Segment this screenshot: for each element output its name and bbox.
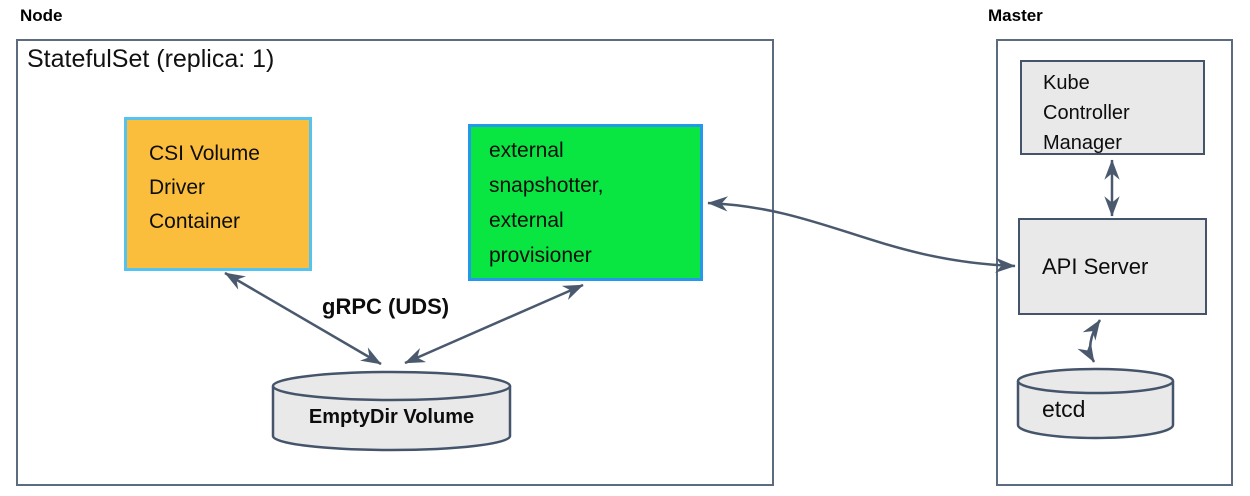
sidecar-box-line: external xyxy=(489,209,564,232)
kube-controller-manager-box: Kube Controller Manager xyxy=(1020,60,1205,155)
api-server-label: API Server xyxy=(1042,253,1149,279)
external-sidecars-box: external snapshotter, external provision… xyxy=(468,124,703,281)
kcm-box-line: Kube xyxy=(1043,72,1090,94)
sidecar-box-line: snapshotter, xyxy=(489,174,604,197)
sidecar-to-apiserver-arrow xyxy=(707,196,1016,273)
csi-to-emptydir-arrow xyxy=(224,271,382,366)
csi-box-line: Driver xyxy=(149,176,205,199)
emptydir-to-sidecar-arrow xyxy=(404,283,584,365)
kcm-box-line: Controller xyxy=(1043,102,1130,124)
kcm-box-line: Manager xyxy=(1043,132,1122,154)
node-section-title: Node xyxy=(20,6,63,25)
api-server-box: API Server xyxy=(1018,218,1207,315)
etcd-label: etcd xyxy=(1042,396,1086,422)
csi-volume-driver-box: CSI Volume Driver Container xyxy=(124,117,312,271)
csi-box-line: Container xyxy=(149,210,241,233)
apiserver-to-etcd-arrow xyxy=(1077,319,1102,363)
grpc-uds-label: gRPC (UDS) xyxy=(322,294,450,319)
sidecar-box-line: external xyxy=(489,139,564,162)
emptydir-cylinder xyxy=(271,370,512,452)
emptydir-volume-label: EmptyDir Volume xyxy=(308,406,475,428)
master-section-title: Master xyxy=(988,6,1043,25)
csi-box-line: CSI Volume xyxy=(149,142,260,165)
node-boundary-box xyxy=(16,39,774,486)
statefulset-label: StatefulSet (replica: 1) xyxy=(27,45,275,73)
master-boundary-box xyxy=(996,39,1233,486)
sidecar-box-line: provisioner xyxy=(489,244,592,267)
etcd-cylinder xyxy=(1016,367,1175,440)
